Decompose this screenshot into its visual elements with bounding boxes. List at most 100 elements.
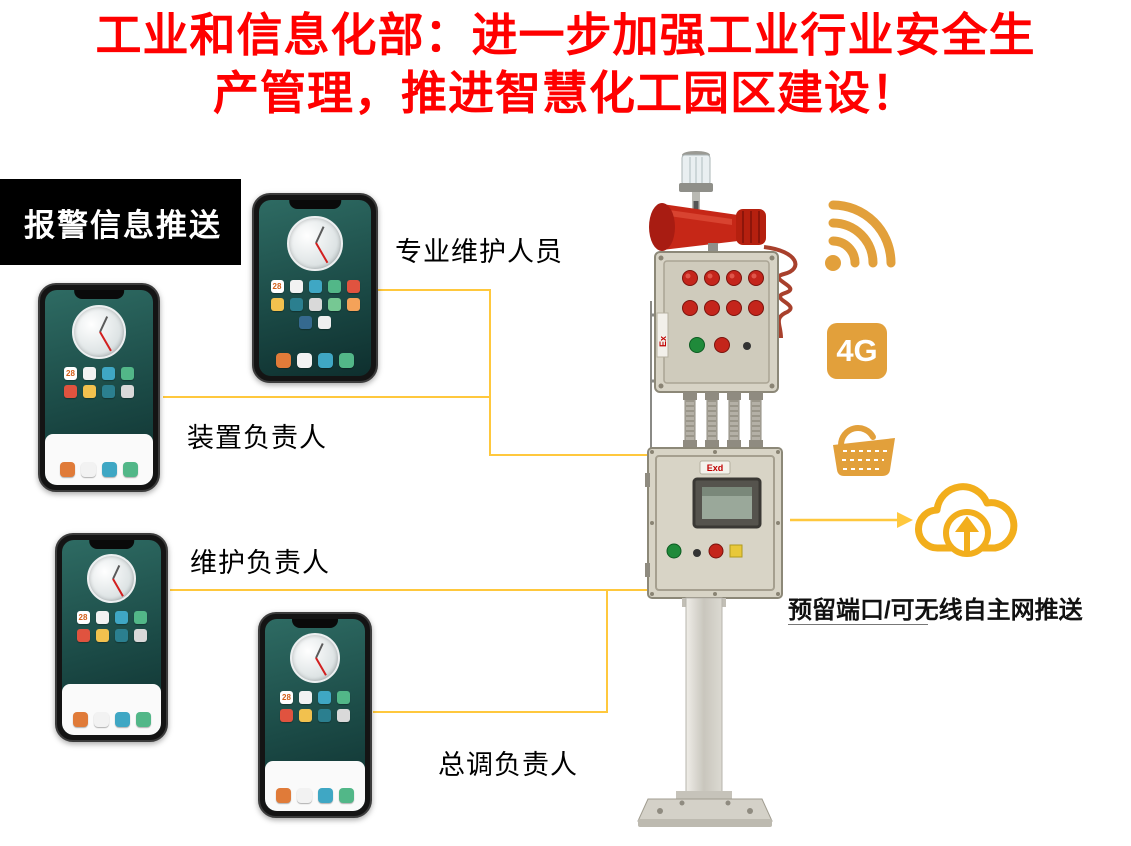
- app-icon: [318, 709, 331, 722]
- app-icon-grid: 28: [45, 363, 153, 402]
- app-icon: [308, 297, 322, 311]
- app-icon-grid: 28: [62, 607, 161, 646]
- app-icon: [60, 462, 75, 477]
- alarm-horn: [649, 201, 766, 255]
- alarm-push-banner-label: 报警信息推送: [24, 207, 222, 243]
- app-icon: 28: [64, 367, 77, 381]
- app-icon: [64, 385, 77, 399]
- app-icon: [102, 385, 115, 399]
- caption-text: 预留端口/可无线自主网推送: [788, 597, 1083, 624]
- app-icon: [114, 611, 128, 625]
- app-icon: [135, 712, 151, 727]
- dock-icon-row: [270, 351, 360, 370]
- label-maintenance-manager: 维护负责人: [190, 548, 330, 578]
- phone-screen: 28: [259, 200, 371, 376]
- app-icon: [289, 297, 303, 311]
- clock-widget: [72, 305, 126, 359]
- phone-maintenance-manager: 28: [55, 533, 168, 742]
- phone-dock: [265, 761, 365, 811]
- phone-maintenance-staff: 28: [252, 193, 378, 383]
- wireless-signal-icon: [825, 200, 896, 271]
- phone-notch: [289, 200, 341, 209]
- app-icon: [318, 788, 333, 803]
- phone-dock: [45, 434, 153, 485]
- app-icon: [308, 279, 322, 293]
- app-icon: 28: [270, 279, 284, 293]
- app-icon: [102, 462, 117, 477]
- app-icon: [81, 462, 96, 477]
- app-icon: [327, 297, 341, 311]
- app-icon: [123, 462, 138, 477]
- app-icon: 28: [76, 611, 90, 625]
- clock-widget: [290, 633, 340, 683]
- app-icon: [327, 279, 341, 293]
- dock-icon-row: [54, 460, 144, 479]
- app-icon: [318, 353, 333, 368]
- 4g-icon: 4G: [827, 323, 887, 379]
- box1-label: Ex: [658, 336, 668, 347]
- app-icon: [299, 315, 312, 329]
- dock-icon-row: [270, 786, 360, 805]
- indicator-lights: [682, 270, 764, 353]
- phone-device-manager: 28: [38, 283, 160, 492]
- app-icon: [318, 315, 331, 329]
- basket-icon: [833, 425, 895, 476]
- mounting-pole: [682, 597, 726, 795]
- phone-notch: [292, 619, 338, 628]
- phone-screen: 28: [45, 290, 153, 485]
- page-title: 工业和信息化部：进一步加强工业行业安全生 产管理，推进智慧化工园区建设！: [0, 6, 1131, 122]
- clock-widget: [287, 215, 343, 272]
- app-icon: [297, 788, 312, 803]
- panel-buttons: [666, 543, 743, 559]
- app-icon: [297, 353, 312, 368]
- app-icon: [114, 712, 130, 727]
- phone-dispatch-manager: 28: [258, 612, 372, 818]
- caption-underline: [788, 624, 928, 625]
- app-icon: [276, 788, 291, 803]
- app-icon: [339, 788, 354, 803]
- app-icon: [133, 629, 147, 643]
- app-icon: [95, 629, 109, 643]
- clock-widget: [86, 553, 137, 604]
- app-icon: [318, 691, 331, 704]
- phone-notch: [74, 290, 124, 299]
- label-device-manager: 装置负责人: [187, 423, 327, 453]
- app-icon: [337, 709, 350, 722]
- app-icon: [121, 385, 134, 399]
- app-icon: [93, 712, 109, 727]
- app-icon-grid: 28: [259, 276, 371, 333]
- title-line-2: 产管理，推进智慧化工园区建设！: [213, 67, 918, 119]
- phone-notch: [88, 540, 135, 549]
- phone-screen: 28: [62, 540, 161, 735]
- app-icon: [337, 691, 350, 704]
- app-icon: [95, 611, 109, 625]
- app-icon-grid: 28: [265, 687, 365, 726]
- beacon-light: [679, 151, 713, 217]
- control-box-bottom: Exd: [645, 447, 783, 599]
- app-icon: [114, 629, 128, 643]
- app-icon: [270, 297, 284, 311]
- app-icon: [276, 353, 291, 368]
- app-icon: [339, 353, 354, 368]
- app-icon: 28: [280, 691, 293, 704]
- app-icon: [133, 611, 147, 625]
- label-maintenance-staff: 专业维护人员: [395, 237, 563, 267]
- box2-label: Exd: [707, 463, 724, 473]
- app-icon: [280, 709, 293, 722]
- phone-dock: [259, 330, 371, 376]
- label-dispatch-manager: 总调负责人: [438, 750, 578, 780]
- base-plate: [637, 791, 773, 827]
- coiled-cable: [763, 245, 798, 339]
- phone-screen: 28: [265, 619, 365, 811]
- app-icon: [83, 367, 96, 381]
- app-icon: [121, 367, 134, 381]
- app-icon: [72, 712, 88, 727]
- app-icon: [289, 279, 303, 293]
- connector-line: [373, 591, 608, 713]
- app-icon: [299, 709, 312, 722]
- title-line-1: 工业和信息化部：进一步加强工业行业安全生: [95, 9, 1036, 61]
- app-icon: [346, 297, 360, 311]
- app-icon: [346, 279, 360, 293]
